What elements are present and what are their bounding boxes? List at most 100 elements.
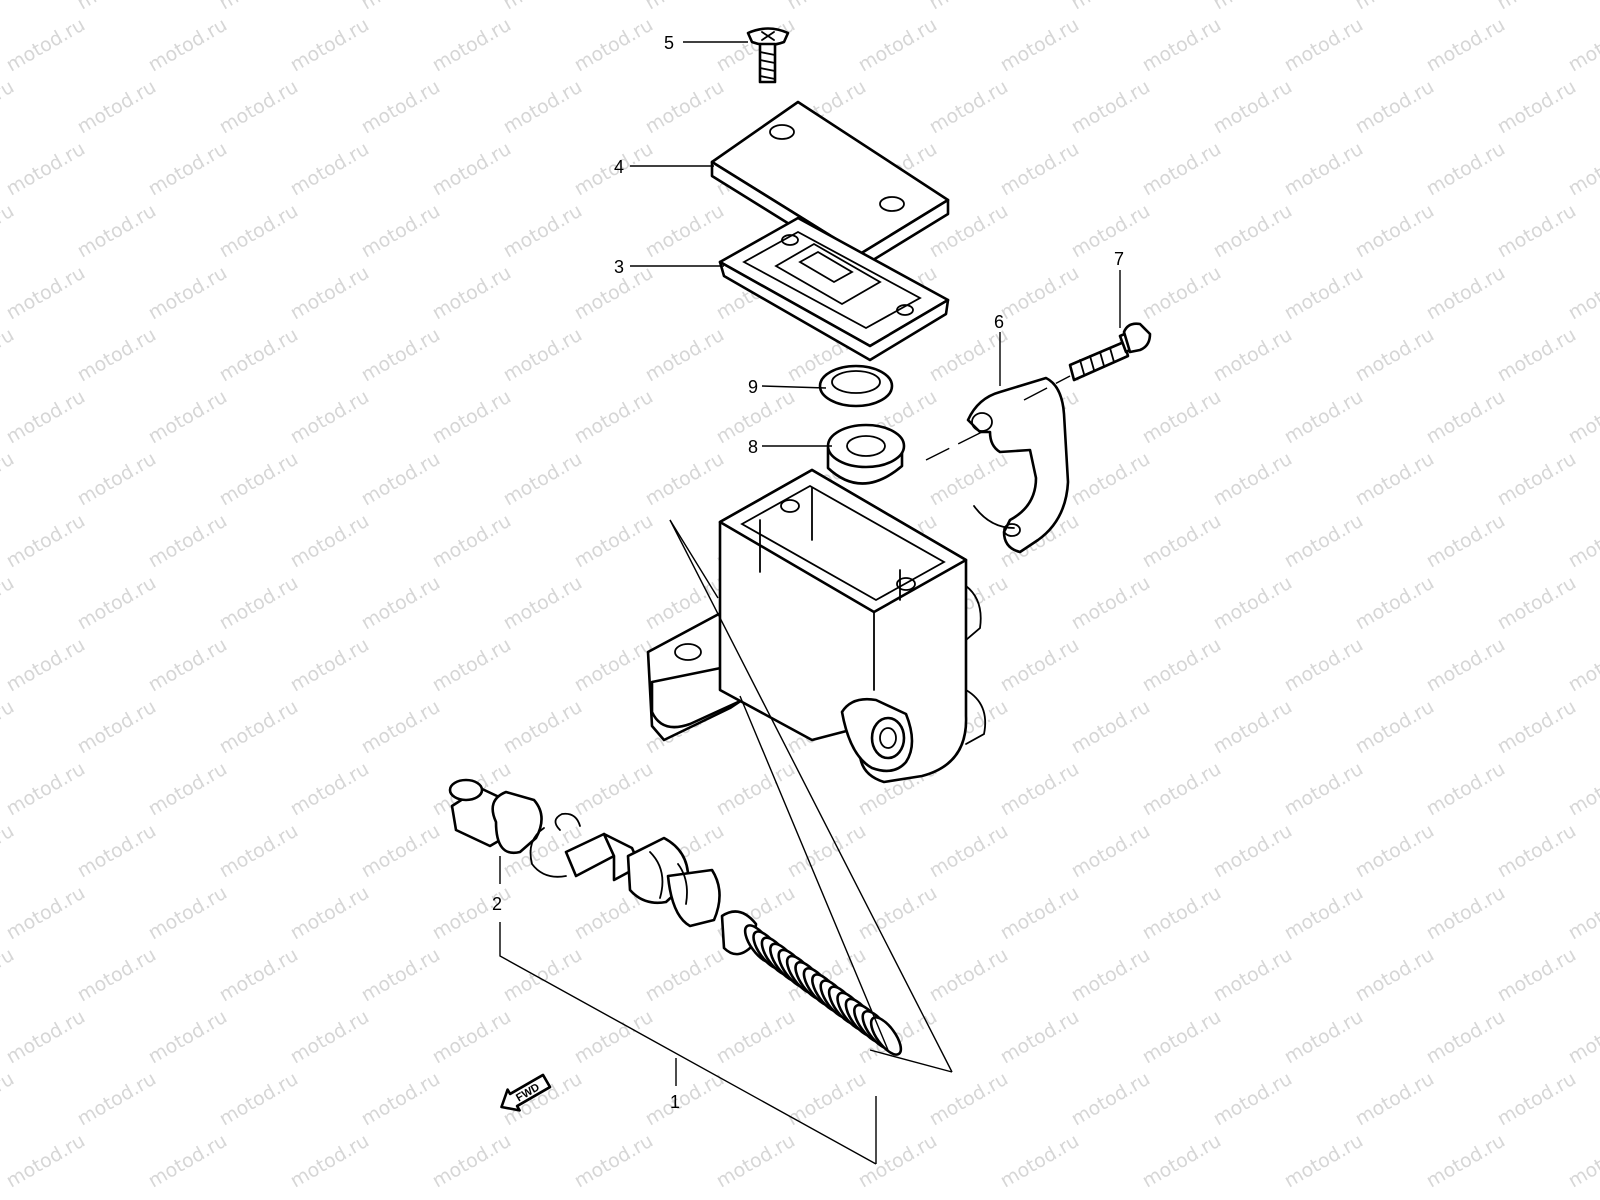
watermark-text: motod.ru	[287, 510, 373, 573]
callout-labels: 5 4 3 9 8 7 6 2 1	[492, 33, 1124, 1112]
watermark-text: motod.ru	[358, 324, 444, 387]
watermark-text: motod.ru	[358, 0, 444, 14]
watermark-text: motod.ru	[713, 1006, 799, 1069]
watermark-text: motod.ru	[1281, 634, 1367, 697]
watermark-text: motod.ru	[1068, 944, 1154, 1007]
watermark-text: motod.ru	[429, 386, 515, 449]
watermark-text: motod.ru	[1565, 138, 1600, 201]
watermark-text: motod.ru	[1352, 944, 1438, 1007]
watermark-text: motod.ru	[0, 944, 18, 1007]
watermark-text: motod.ru	[500, 572, 586, 635]
watermark-text: motod.ru	[1281, 1130, 1367, 1193]
watermark-text: motod.ru	[287, 262, 373, 325]
watermark-text: motod.ru	[0, 448, 18, 511]
watermark-text: motod.ru	[358, 820, 444, 883]
watermark-text: motod.ru	[1210, 448, 1296, 511]
watermark-text: motod.ru	[1423, 1006, 1509, 1069]
watermark-text: motod.ru	[642, 76, 728, 139]
watermark-text: motod.ru	[500, 696, 586, 759]
callout-9: 9	[748, 377, 758, 397]
watermark-text: motod.ru	[145, 138, 231, 201]
watermark-text: motod.ru	[287, 634, 373, 697]
watermark-text: motod.ru	[1210, 76, 1296, 139]
watermark-text: motod.ru	[571, 386, 657, 449]
part-2-boot	[448, 778, 543, 855]
watermark-text: motod.ru	[1281, 14, 1367, 77]
watermark-text: motod.ru	[1281, 138, 1367, 201]
watermark-text: motod.ru	[145, 758, 231, 821]
watermark-text: motod.ru	[1565, 882, 1600, 945]
watermark-text: motod.ru	[74, 696, 160, 759]
watermark-text: motod.ru	[1565, 758, 1600, 821]
watermark-text: motod.ru	[500, 324, 586, 387]
watermark-text: motod.ru	[997, 14, 1083, 77]
watermark-text: motod.ru	[784, 0, 870, 14]
watermark-text: motod.ru	[74, 944, 160, 1007]
watermark-text: motod.ru	[713, 758, 799, 821]
watermark-text: motod.ru	[429, 1130, 515, 1193]
watermark-text: motod.ru	[1139, 14, 1225, 77]
piston	[564, 832, 721, 928]
watermark-text: motod.ru	[926, 448, 1012, 511]
watermark-text: motod.ru	[1068, 0, 1154, 14]
watermark-text: motod.ru	[3, 386, 89, 449]
watermark-text: motod.ru	[926, 324, 1012, 387]
watermark-text: motod.ru	[1139, 1130, 1225, 1193]
watermark-text: motod.ru	[997, 262, 1083, 325]
watermark-text: motod.ru	[1423, 262, 1509, 325]
watermark-text: motod.ru	[1352, 696, 1438, 759]
watermark-text: motod.ru	[1565, 1130, 1600, 1193]
watermark-text: motod.ru	[3, 882, 89, 945]
watermark-text: motod.ru	[287, 758, 373, 821]
watermark-text: motod.ru	[3, 758, 89, 821]
watermark-text: motod.ru	[1352, 820, 1438, 883]
watermark-text: motod.ru	[571, 1006, 657, 1069]
watermark-text: motod.ru	[74, 200, 160, 263]
watermark-text: motod.ru	[1068, 1068, 1154, 1131]
watermark-text: motod.ru	[145, 1006, 231, 1069]
watermark-text: motod.ru	[1139, 634, 1225, 697]
watermark-text: motod.ru	[216, 76, 302, 139]
watermark-text: motod.ru	[1068, 76, 1154, 139]
watermark-text: motod.ru	[926, 820, 1012, 883]
watermark-text: motod.ru	[997, 758, 1083, 821]
watermark-text: motod.ru	[1139, 1006, 1225, 1069]
watermark-text: motod.ru	[429, 262, 515, 325]
watermark-text: motod.ru	[1423, 1130, 1509, 1193]
watermark-text: motod.ru	[429, 14, 515, 77]
watermark-text: motod.ru	[784, 1068, 870, 1131]
watermark-text: motod.ru	[642, 324, 728, 387]
watermark-text: motod.ru	[216, 944, 302, 1007]
watermark-text: motod.ru	[1281, 262, 1367, 325]
watermark-text: motod.ru	[1068, 572, 1154, 635]
part-7-bolt	[1068, 322, 1152, 382]
watermark-text: motod.ru	[1494, 572, 1580, 635]
watermark-text: motod.ru	[1565, 262, 1600, 325]
master-cylinder-body	[646, 468, 987, 784]
watermark-text: motod.ru	[500, 200, 586, 263]
watermark-text: motod.ru	[1210, 820, 1296, 883]
watermark-text: motod.ru	[0, 200, 18, 263]
watermark-text: motod.ru	[145, 386, 231, 449]
watermark-text: motod.ru	[1068, 696, 1154, 759]
watermark-text: motod.ru	[1423, 14, 1509, 77]
callout-8: 8	[748, 437, 758, 457]
watermark-text: motod.ru	[358, 448, 444, 511]
watermark-text: motod.ru	[216, 1068, 302, 1131]
watermark-text: motod.ru	[1352, 448, 1438, 511]
watermark-text: motod.ru	[642, 1068, 728, 1131]
watermark-text: motod.ru	[216, 572, 302, 635]
watermark-text: motod.ru	[358, 76, 444, 139]
watermark-text: motod.ru	[1423, 882, 1509, 945]
watermark-text: motod.ru	[3, 1130, 89, 1193]
watermark-text: motod.ru	[145, 14, 231, 77]
watermark-text: motod.ru	[1281, 882, 1367, 945]
watermark-text: motod.ru	[1565, 386, 1600, 449]
watermark-text: motod.ru	[1068, 200, 1154, 263]
watermark-text: motod.ru	[1494, 76, 1580, 139]
watermark-text: motod.ru	[74, 0, 160, 14]
watermark-text: motod.ru	[145, 510, 231, 573]
arrow-left-icon	[500, 1073, 552, 1112]
watermark-text: motod.ru	[1352, 324, 1438, 387]
watermark-text: motod.ru	[74, 76, 160, 139]
